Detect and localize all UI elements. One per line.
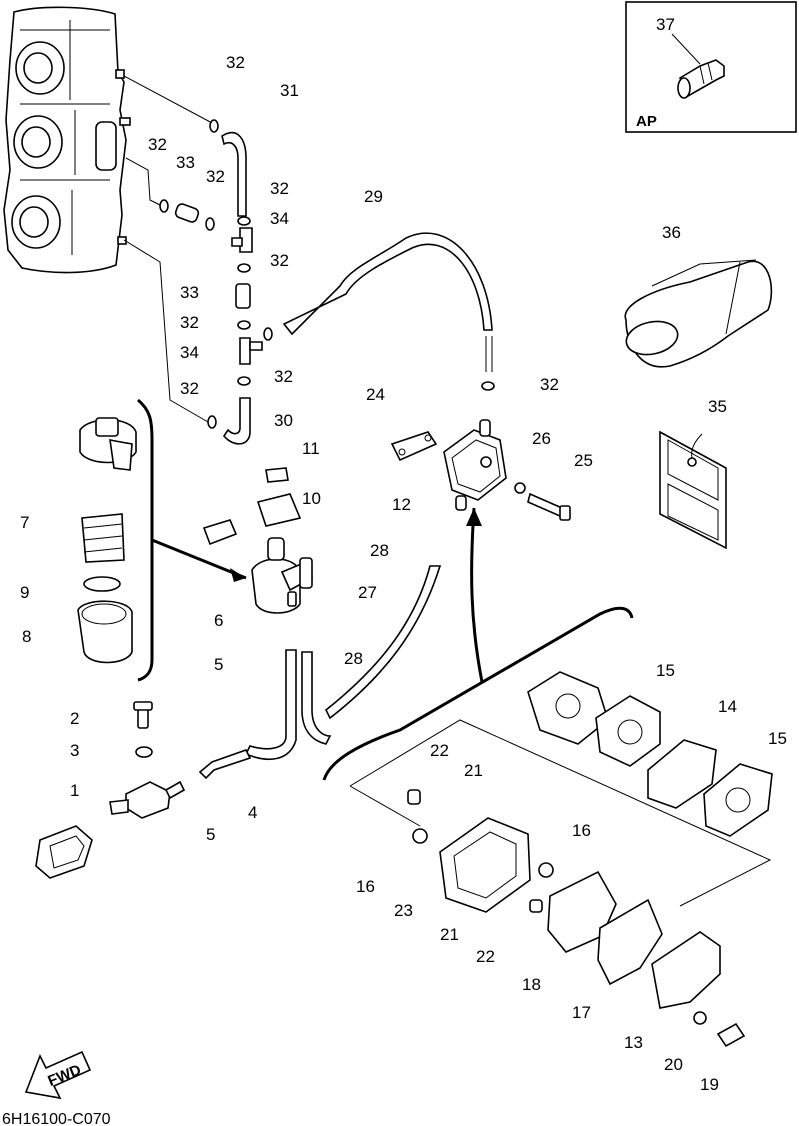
fuel-pump-icon	[390, 419, 571, 521]
gasket-icon	[659, 430, 727, 550]
protector-sleeve-icon	[624, 259, 773, 368]
callout-13: 13	[624, 1033, 643, 1052]
accessory-inset: AP	[625, 1, 797, 133]
callout-9: 9	[20, 583, 29, 602]
callout-labels: 3732313233323234293236333234323230243226…	[20, 15, 787, 1094]
callout-16: 16	[572, 821, 591, 840]
callout-10: 10	[302, 489, 321, 508]
callout-5: 5	[206, 825, 215, 844]
callout-32: 32	[226, 53, 245, 72]
callout-5: 5	[214, 655, 223, 674]
connector-icon	[35, 825, 93, 879]
pump-body-parts	[407, 789, 746, 1048]
callout-23: 23	[394, 901, 413, 920]
hose-clips	[159, 119, 495, 429]
callout-32: 32	[180, 379, 199, 398]
hose-icon	[174, 131, 251, 445]
callout-37: 37	[656, 15, 675, 34]
callout-6: 6	[214, 611, 223, 630]
callout-14: 14	[718, 697, 737, 716]
fitting-assembly	[109, 701, 186, 819]
callout-17: 17	[572, 1003, 591, 1022]
callout-33: 33	[176, 153, 195, 172]
callout-31: 31	[280, 81, 299, 100]
callout-28: 28	[344, 649, 363, 668]
callout-21: 21	[440, 925, 459, 944]
pump-cover-parts	[527, 671, 773, 837]
callout-26: 26	[532, 429, 551, 448]
fuel-filter-icon	[202, 467, 313, 614]
callout-25: 25	[574, 451, 593, 470]
callout-32: 32	[274, 367, 293, 386]
callout-34: 34	[180, 343, 199, 362]
callout-11: 11	[302, 439, 320, 458]
callout-21: 21	[464, 761, 483, 780]
callout-22: 22	[476, 947, 495, 966]
callout-2: 2	[70, 709, 79, 728]
filter-element-parts	[77, 417, 137, 664]
engine-block-icon	[3, 6, 131, 274]
callout-27: 27	[358, 583, 377, 602]
callout-7: 7	[20, 513, 29, 532]
callout-32: 32	[540, 375, 559, 394]
callout-15: 15	[768, 729, 787, 748]
drawing-code: 6H16100-C070	[2, 1111, 111, 1126]
callout-15: 15	[656, 661, 675, 680]
callout-29: 29	[364, 187, 383, 206]
callout-16: 16	[356, 877, 375, 896]
callout-24: 24	[366, 385, 385, 404]
tee-joint-lower	[239, 337, 263, 365]
callout-34: 34	[270, 209, 289, 228]
callout-28: 28	[370, 541, 389, 560]
callout-22: 22	[430, 741, 449, 760]
callout-32: 32	[270, 179, 289, 198]
callout-19: 19	[700, 1075, 719, 1094]
callout-12: 12	[392, 495, 411, 514]
callout-20: 20	[664, 1055, 683, 1074]
callout-35: 35	[708, 397, 727, 416]
fuel-joint-icon	[677, 59, 725, 99]
callout-4: 4	[248, 803, 257, 822]
inset-tag: AP	[636, 113, 657, 130]
callout-1: 1	[70, 781, 79, 800]
callout-32: 32	[270, 251, 289, 270]
tee-joint-upper	[231, 227, 253, 253]
callout-30: 30	[274, 411, 293, 430]
callout-36: 36	[662, 223, 681, 242]
callout-18: 18	[522, 975, 541, 994]
callout-3: 3	[70, 741, 79, 760]
callout-32: 32	[206, 167, 225, 186]
callout-32: 32	[148, 135, 167, 154]
callout-32: 32	[180, 313, 199, 332]
forward-arrow-icon: FWD	[24, 1050, 92, 1100]
callout-33: 33	[180, 283, 199, 302]
callout-8: 8	[22, 627, 31, 646]
